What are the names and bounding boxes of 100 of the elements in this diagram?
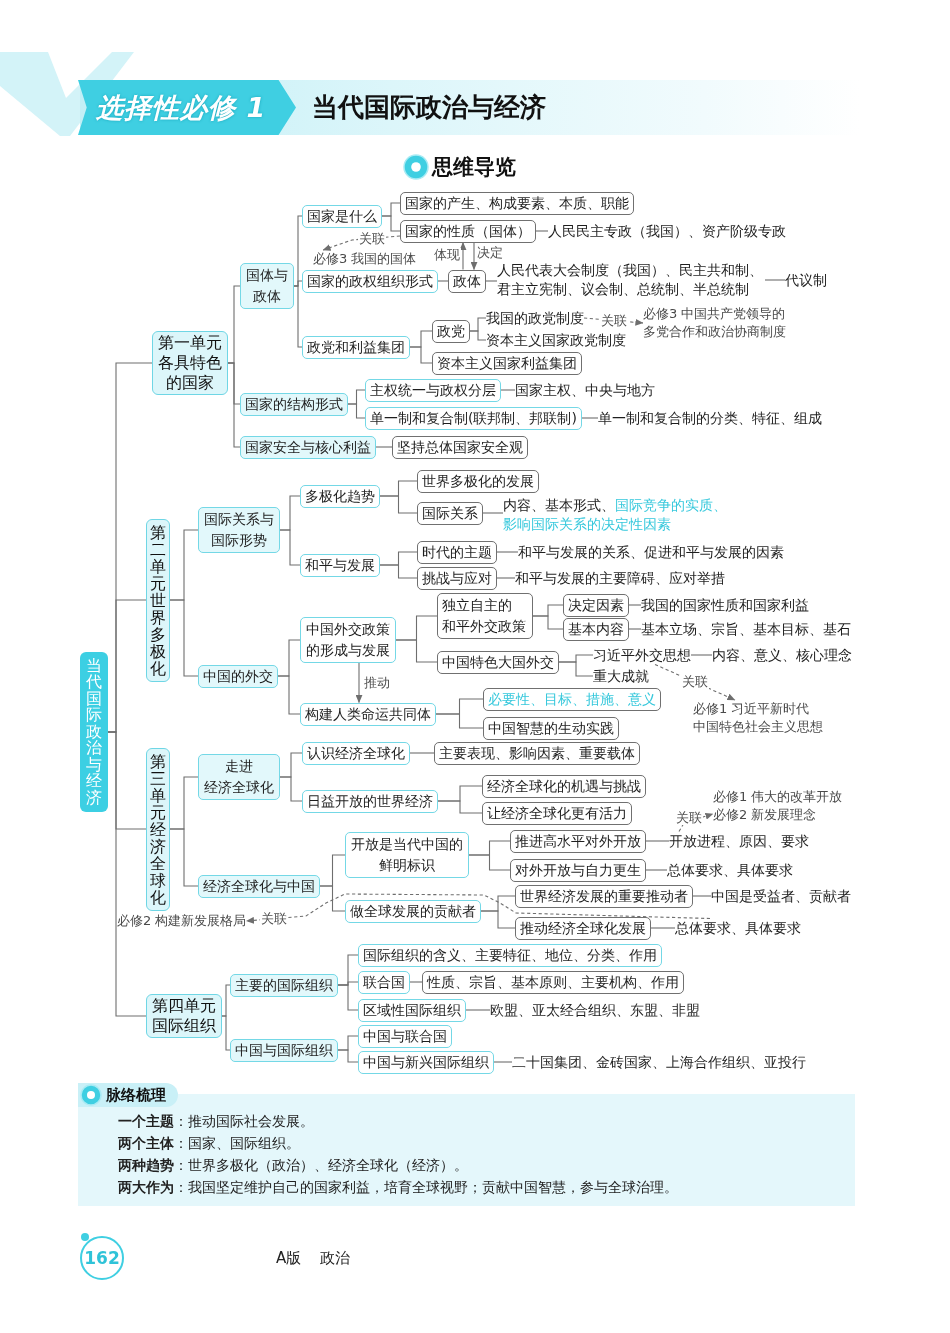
connector-line [435, 713, 484, 729]
connector-line [375, 446, 393, 448]
item-box: 独立自主的和平外交政策 [437, 593, 533, 639]
subtopic-box: 中国与联合国 [358, 1024, 452, 1048]
central-topic-box: 当代国际政治与经济 [80, 651, 108, 813]
branch-text: 总体要求、具体要求 [675, 918, 801, 938]
unit-box: 第一单元各具特色的国家 [152, 331, 228, 395]
branch-text: 开放进程、原因、要求 [669, 831, 809, 851]
branch-text: 总体要求、具体要求 [667, 860, 793, 880]
connector-line [532, 615, 564, 630]
subtopic-box: 开放是当代中国的鲜明标识 [345, 832, 469, 878]
section-heading: 思维导览 [432, 154, 516, 180]
connector-line [645, 869, 668, 871]
topic-box: 主要的国际组织 [230, 973, 338, 997]
branch-text: 代议制 [785, 270, 827, 290]
branch-text: 单一制和复合制的分类、特征、组成 [598, 408, 822, 428]
page-title: 当代国际政治与经济 [312, 91, 546, 123]
note-text: 必修2 构建新发展格局 [117, 912, 247, 930]
connector-line [379, 564, 418, 579]
page-number: 162 [80, 1236, 124, 1280]
item-box: 坚持总体国家安全观 [392, 435, 528, 459]
connector-line [535, 230, 549, 232]
item-box: 中国智慧的生动实践 [483, 716, 619, 740]
connector-line [395, 639, 438, 663]
item-box: 国际关系 [417, 501, 483, 525]
connector-line [645, 840, 670, 842]
connector-line [107, 731, 147, 1017]
connector-line [409, 346, 433, 364]
edge-label: 关联 [675, 811, 703, 825]
subtopic-box: 多极化趋势 [300, 484, 380, 508]
connector-line [221, 1015, 231, 1051]
subtopic-box: 联合国 [358, 970, 410, 994]
subtopic-box: 国家的政权组织形式 [302, 269, 438, 293]
edge-label: 决定 [476, 246, 504, 260]
connector-line [279, 776, 303, 802]
item-box: 主要表现、影响因素、重要载体 [434, 741, 640, 765]
connector-line [437, 800, 483, 814]
arrow [470, 241, 478, 271]
branch-text: 内容、意义、核心理念 [712, 645, 852, 665]
subtopic-box: 单一制和复合制(联邦制、邦联制) [365, 406, 582, 430]
footer-text: 政治 [320, 1248, 350, 1268]
connector-line [468, 854, 511, 871]
subtopic-box: 国际组织的含义、主要特征、地位、分类、作用 [358, 943, 662, 967]
connector-line [293, 285, 303, 348]
subtopic-box: 政党和利益集团 [302, 335, 410, 359]
edge-label: 关联 [358, 232, 386, 246]
item-box: 资本主义国家利益集团 [432, 351, 582, 375]
connector-line [480, 910, 516, 929]
subtopic-box: 主权统一与政权分层 [365, 378, 501, 402]
topic-box: 国家的结构形式 [240, 392, 348, 416]
item-box: 国家的产生、构成要素、本质、职能 [400, 191, 634, 215]
connector-line [337, 984, 359, 1011]
connector-line [409, 752, 435, 754]
connector-line [409, 981, 423, 983]
connector-line [319, 885, 346, 912]
edge-label: 体现 [433, 248, 461, 262]
branch-text: 重大成就 [593, 666, 649, 686]
connector-line [496, 577, 516, 579]
unit-box: 第二单元世界多极化 [146, 518, 170, 682]
arrow [355, 662, 363, 704]
branch-text: 我国的政党制度 [486, 308, 584, 328]
branch-text: 习近平外交思想 [593, 645, 691, 665]
topic-box: 中国的外交 [198, 664, 278, 688]
subtopic-box: 认识经济全球化 [302, 741, 410, 765]
connector-line [277, 675, 301, 715]
item-box: 国家的性质（国体） [400, 219, 536, 243]
item-box: 政体 [448, 269, 486, 293]
item-box: 决定因素 [563, 593, 629, 617]
branch-text: 人民代表大会制度（我国）、民主共和制、君主立宪制、议会制、总统制、半总统制 [497, 261, 765, 299]
connector-line [465, 1009, 491, 1011]
connector-line [493, 1061, 513, 1063]
topic-box: 走进经济全球化 [198, 754, 280, 800]
connector-line [169, 599, 199, 677]
note-text: 必修3 我国的国体 [313, 250, 417, 268]
module-tag: 选择性必修 1 [78, 80, 296, 135]
connector-line [581, 417, 599, 419]
item-box: 必要性、目标、措施、意义 [483, 687, 661, 711]
topic-box: 中国与国际组织 [230, 1038, 338, 1062]
item-box: 性质、宗旨、基本原则、主要机构、作用 [422, 970, 684, 994]
connector-line [347, 403, 366, 419]
summary-line: 两种趋势：世界多极化（政治）、经济全球化（经济）。 [118, 1156, 468, 1174]
connector-line [482, 512, 504, 514]
branch-text: 资本主义国家政党制度 [486, 330, 626, 350]
topic-box: 经济全球化与中国 [198, 874, 320, 898]
topic-box: 国体与政体 [240, 263, 294, 309]
connector-line [279, 529, 301, 566]
subtopic-box: 中国与新兴国际组织 [358, 1050, 494, 1074]
unit-box: 第三单元经济全球化 [146, 747, 170, 911]
item-box: 对外开放与自力更生 [510, 858, 646, 882]
item-box: 基本内容 [563, 617, 629, 641]
connector-line [496, 551, 519, 553]
item-box: 世界多极化的发展 [417, 469, 539, 493]
item-box: 政党 [432, 319, 470, 343]
branch-text: 中国是受益者、贡献者 [711, 886, 851, 906]
branch-text: 欧盟、亚太经合组织、东盟、非盟 [490, 1000, 700, 1020]
dashed-arrow [245, 893, 711, 924]
subtopic-box: 国家是什么 [302, 204, 382, 228]
connector-line [650, 927, 676, 929]
item-box: 时代的主题 [417, 540, 497, 564]
branch-text: 内容、基本形式、国际竞争的实质、影响国际关系的决定性因素 [503, 496, 729, 534]
